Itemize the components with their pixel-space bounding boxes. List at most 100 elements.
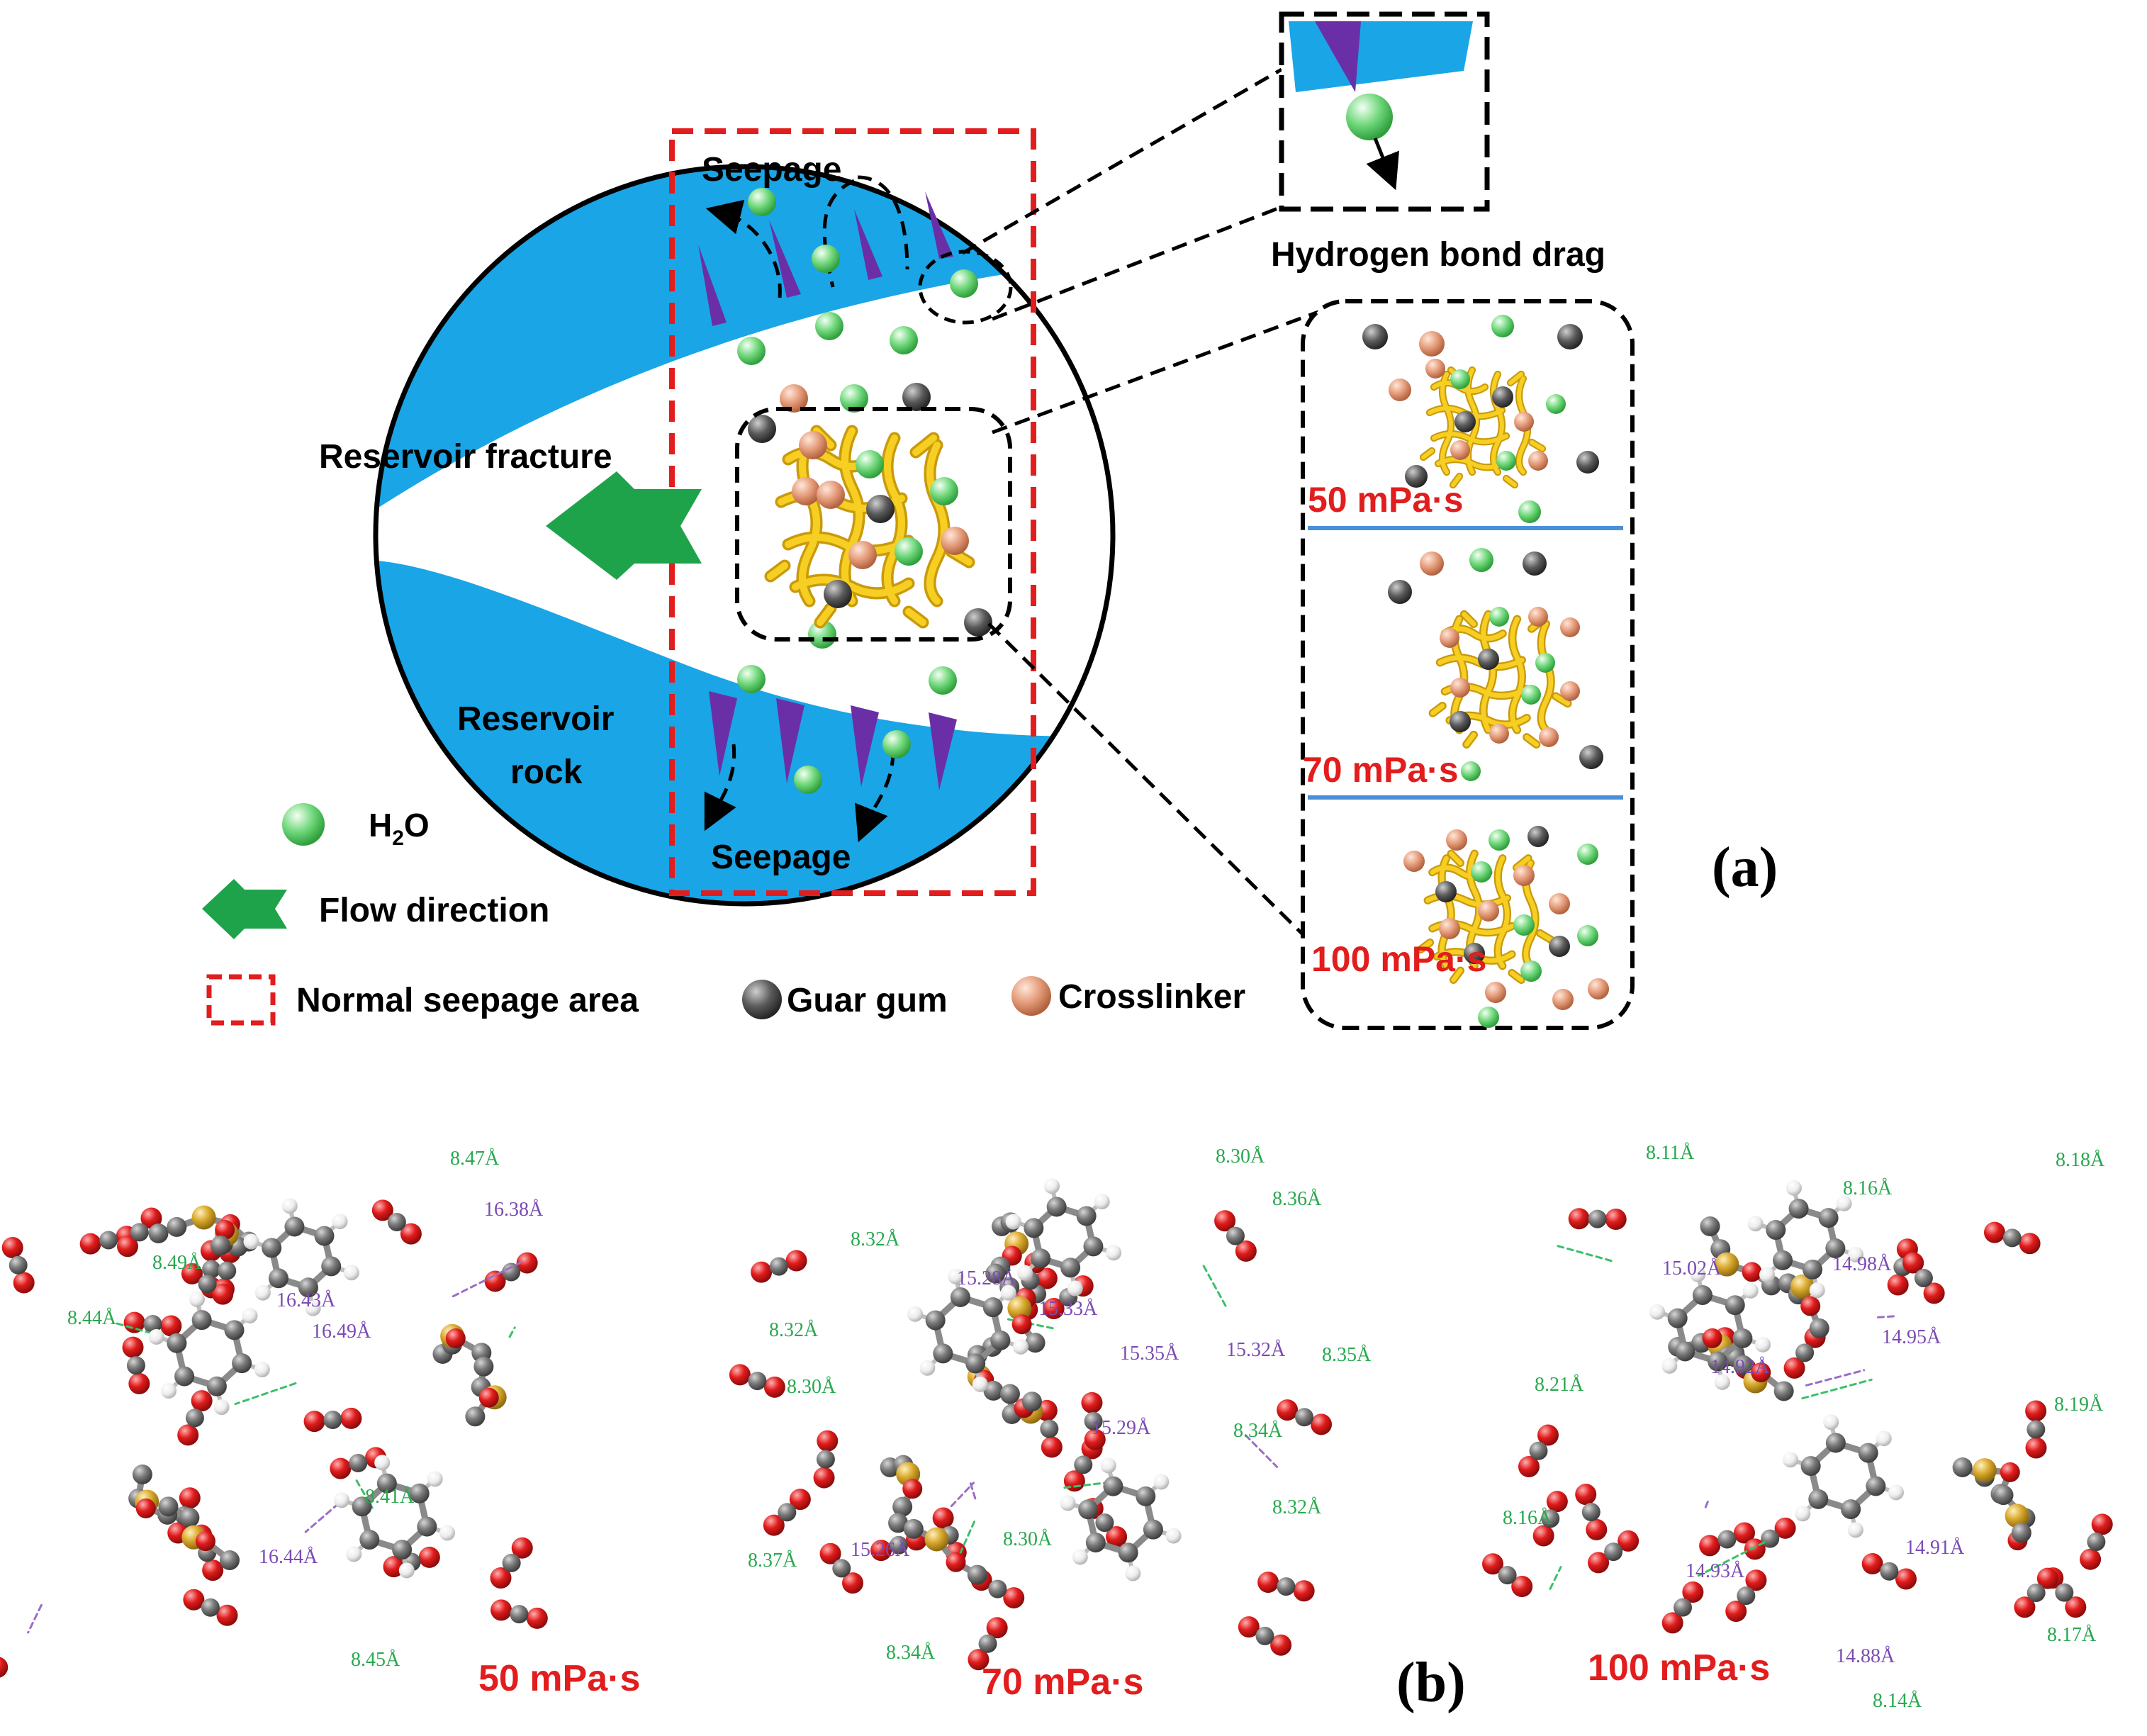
atom (1226, 1226, 1245, 1245)
atom (1084, 1428, 1106, 1450)
atom (502, 1553, 521, 1572)
atom (79, 1233, 101, 1255)
atom (130, 1223, 149, 1242)
distance-line (1549, 1566, 1562, 1590)
atom (148, 1223, 169, 1243)
atom (284, 1216, 305, 1237)
atom (1725, 1295, 1745, 1316)
atom (1084, 1411, 1103, 1430)
atom (985, 1263, 1006, 1284)
model-viscosity-label-100: 100 mPa·s (1588, 1647, 1770, 1689)
gel-network-70 (1388, 548, 1603, 781)
atom (1013, 1338, 1029, 1355)
atom (1836, 1195, 1852, 1211)
atom (126, 1356, 145, 1375)
atom (778, 1503, 797, 1522)
atom (1295, 1408, 1314, 1427)
atom (268, 1268, 288, 1289)
atom (1972, 1458, 1997, 1483)
svg-text:15.29Å: 15.29Å (1092, 1417, 1151, 1439)
distance-line (1244, 1434, 1279, 1468)
atom (1808, 1489, 1829, 1509)
atom (1003, 1587, 1025, 1609)
atom (132, 1465, 152, 1484)
svg-text:16.43Å: 16.43Å (276, 1289, 336, 1311)
atom (1482, 1553, 1504, 1575)
atom (1568, 1208, 1590, 1230)
atom (330, 1457, 352, 1479)
atom (526, 1607, 548, 1629)
atom (1277, 1577, 1296, 1596)
atom (1803, 1259, 1823, 1279)
atom (1165, 1528, 1182, 1544)
atom (1118, 1542, 1138, 1563)
svg-text:8.18Å: 8.18Å (2056, 1149, 2105, 1171)
svg-text:14.92Å: 14.92Å (1710, 1356, 1770, 1378)
atom (1888, 1484, 1905, 1501)
atom (1800, 1456, 1821, 1477)
atom (398, 1562, 415, 1579)
atom (1895, 1568, 1917, 1590)
guar-gum-legend-label: Guar gum (787, 982, 948, 1019)
atom (2025, 1400, 2047, 1422)
svg-text:14.98Å: 14.98Å (1832, 1253, 1892, 1275)
atom (181, 1262, 203, 1284)
atom (1588, 1552, 1610, 1574)
atom (932, 1507, 954, 1529)
atom (305, 1300, 321, 1316)
atom (1076, 1206, 1097, 1226)
atom (202, 1559, 224, 1581)
water-molecule (748, 188, 776, 216)
guar-gum-molecule (964, 608, 992, 637)
svg-text:14.91Å: 14.91Å (1905, 1537, 1965, 1559)
atom (1782, 1452, 1798, 1468)
atom (198, 1275, 217, 1294)
distance-line (304, 1496, 347, 1533)
svg-text:15.33Å: 15.33Å (1038, 1298, 1098, 1320)
svg-text:15.35Å: 15.35Å (1120, 1343, 1179, 1365)
atom (490, 1567, 512, 1589)
atom (158, 1496, 179, 1517)
atom (1786, 1180, 1802, 1196)
atom (210, 1235, 230, 1255)
atom (161, 1382, 177, 1399)
atom (1800, 1296, 1821, 1316)
atom (1083, 1236, 1104, 1257)
water-molecule (882, 730, 911, 758)
atom (185, 1409, 204, 1428)
atom (359, 1530, 380, 1550)
atom (232, 1353, 252, 1374)
atom (2055, 1583, 2074, 1602)
atom (2087, 1533, 2106, 1552)
atom (889, 1535, 908, 1555)
atom (1007, 1296, 1032, 1321)
atom (242, 1307, 258, 1323)
svg-text:14.88Å: 14.88Å (1836, 1645, 1895, 1667)
svg-text:14.93Å: 14.93Å (1686, 1560, 1745, 1582)
atom (1737, 1586, 1756, 1606)
atom (1766, 1220, 1786, 1241)
atom (321, 1256, 342, 1277)
atom (813, 1467, 835, 1489)
seepage-label-bottom: Seepage (711, 839, 851, 876)
atom (1255, 1626, 1274, 1645)
atom (2005, 1503, 2029, 1528)
distance-line (1697, 1541, 1766, 1577)
atom (990, 1330, 1011, 1350)
normal-seepage-area-legend-label: Normal seepage area (296, 982, 639, 1019)
atom (1848, 1246, 1864, 1262)
atom (478, 1387, 499, 1408)
atom (502, 1262, 521, 1282)
distance-line (1554, 1244, 1613, 1262)
atom (511, 1537, 533, 1559)
atom (314, 1226, 335, 1246)
model-viscosity-label-50: 50 mPa·s (478, 1658, 640, 1699)
atom (1795, 1343, 1815, 1362)
atom (968, 1649, 990, 1671)
atom (218, 1261, 237, 1280)
viscosity-comparison-inset (1301, 299, 1635, 1030)
atom (1036, 1267, 1058, 1289)
atom (1751, 1362, 1771, 1383)
atom (1649, 1304, 1666, 1320)
reservoir-fracture-label: Reservoir fracture (319, 438, 612, 476)
